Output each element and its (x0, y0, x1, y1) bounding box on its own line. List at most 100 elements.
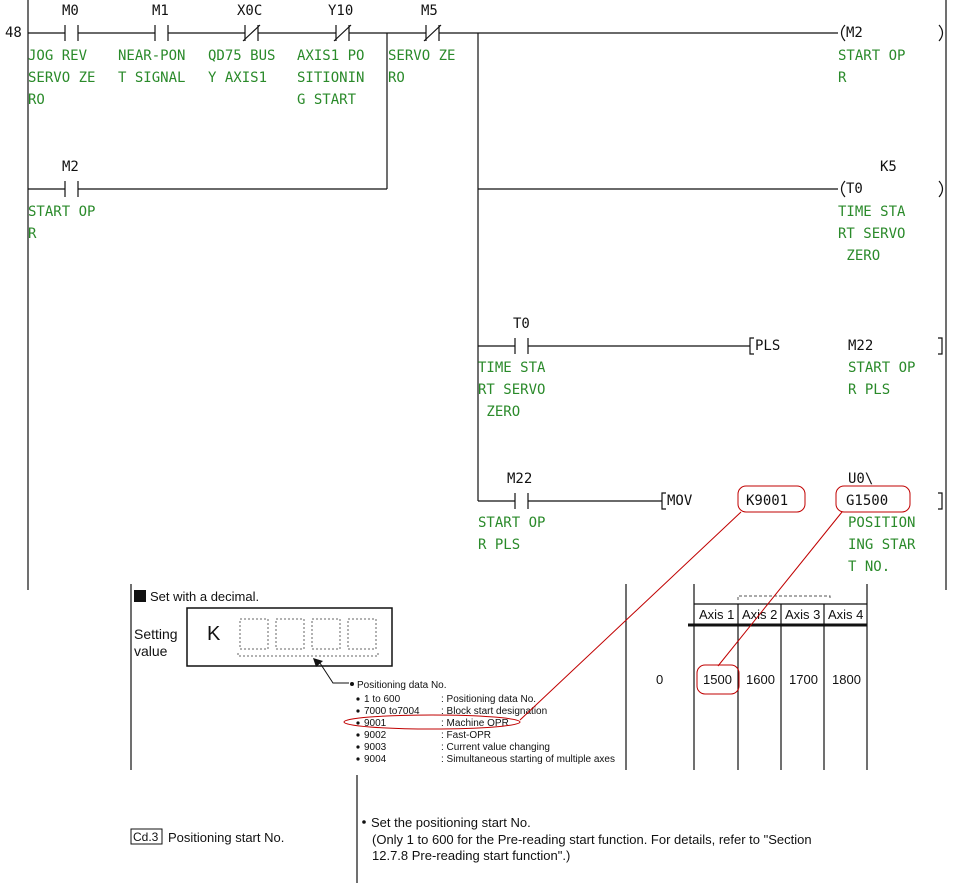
mov-label-1: POSITION (848, 515, 915, 531)
contact-m1-label-1: NEAR-PON (118, 48, 185, 64)
cd3-name: Positioning start No. (168, 830, 284, 845)
ladder-program: 48 M0 JOG REV SERVO ZE RO M1 NEAR-PON T … (5, 0, 947, 590)
contact-m22-label-2: R PLS (478, 537, 520, 553)
coil-m2-label-2: R (838, 70, 847, 86)
contact-x0c-label-2: Y AXIS1 (208, 70, 267, 86)
axis-4-header: Axis 4 (828, 607, 863, 622)
option-code: 9003 (364, 742, 387, 753)
option-list: 1 to 600 : Positioning data No. 7000 to7… (356, 694, 615, 765)
pls-instruction: PLS M22 START OP R PLS (749, 337, 943, 398)
mov-source: K9001 (746, 493, 788, 509)
self-hold-label-2: R (28, 226, 37, 242)
manual-excerpt: Set with a decimal. Setting value K Posi… (130, 511, 868, 883)
coil-m2: M2 START OP R (838, 24, 944, 86)
contact-m0-label-1: JOG REV (28, 48, 88, 64)
contact-x0c: X0C QD75 BUS Y AXIS1 (208, 3, 275, 86)
machine-opr-highlight (343, 714, 521, 730)
self-hold-label-1: START OP (28, 204, 95, 220)
axis-3-address: 1700 (789, 672, 818, 687)
contact-m22-label-1: START OP (478, 515, 545, 531)
setting-value-box (186, 607, 393, 667)
address-1500-highlight (696, 664, 740, 695)
contact-y10-device: Y10 (328, 3, 353, 19)
pls-device: M22 (848, 338, 873, 354)
option-desc: : Block start designation (441, 706, 547, 717)
contact-m0-device: M0 (62, 3, 79, 19)
option-code: 1 to 600 (364, 694, 401, 705)
contact-m5-label-2: RO (388, 70, 405, 86)
mov-instruction: MOV K9001 U0\ G1500 POSITION ING STAR T … (661, 471, 943, 575)
contact-m22-device: M22 (507, 471, 532, 487)
mov-dest-prefix: U0\ (848, 471, 873, 487)
description-line-3: 12.7.8 Pre-reading start function".) (372, 848, 570, 863)
contact-y10-label-1: AXIS1 PO (297, 48, 364, 64)
mov-keyword: MOV (667, 493, 693, 509)
contact-m0-label-2: SERVO ZE (28, 70, 95, 86)
contact-m5-device: M5 (421, 3, 438, 19)
coil-m2-device: M2 (846, 25, 863, 41)
pls-label-1: START OP (848, 360, 915, 376)
setting-value-line2: value (134, 643, 168, 659)
contact-t0-label-3: ZERO (478, 404, 520, 420)
contact-m5: M5 SERVO ZE RO (388, 3, 455, 86)
option-code: 9002 (364, 730, 387, 741)
step-number: 48 (5, 25, 22, 41)
contact-x0c-label-1: QD75 BUS (208, 48, 275, 64)
contact-y10-label-3: G START (297, 92, 357, 108)
contact-m1-device: M1 (152, 3, 169, 19)
pls-label-2: R PLS (848, 382, 890, 398)
mov-label-3: T NO. (848, 559, 890, 575)
connector-k9001-to-9001 (519, 511, 742, 721)
contact-m1: M1 NEAR-PON T SIGNAL (118, 3, 185, 86)
axis-1-address: 1500 (703, 672, 732, 687)
digit-placeholders (237, 618, 379, 657)
cd3-badge-box (130, 828, 163, 845)
k-letter: K (207, 623, 221, 645)
contact-y10: Y10 AXIS1 PO SITIONIN G START (297, 3, 364, 108)
g1500-highlight (835, 485, 911, 513)
pls-keyword: PLS (755, 338, 780, 354)
self-hold-device: M2 (62, 159, 79, 175)
axis-3-header: Axis 3 (785, 607, 820, 622)
default-value: 0 (656, 672, 663, 687)
timer-setting: K5 (880, 159, 897, 175)
mov-label-2: ING STAR (848, 537, 916, 553)
contact-m0-label-3: RO (28, 92, 45, 108)
option-code: 9001 (364, 718, 387, 729)
setting-value-line1: Setting (134, 626, 178, 642)
description-line-2: (Only 1 to 600 for the Pre-reading start… (372, 832, 812, 847)
contact-x0c-device: X0C (237, 3, 262, 19)
contact-t0-device: T0 (513, 316, 530, 332)
contact-m0: M0 JOG REV SERVO ZE RO (28, 3, 95, 108)
option-desc: : Current value changing (441, 742, 550, 753)
coil-m2-label-1: START OP (838, 48, 905, 64)
axis-4-address: 1800 (832, 672, 861, 687)
square-bullet (134, 590, 146, 602)
axis-2-address: 1600 (746, 672, 775, 687)
contact-m1-label-2: T SIGNAL (118, 70, 185, 86)
contact-t0-label-2: RT SERVO (478, 382, 545, 398)
leader-arrow (317, 659, 349, 684)
contact-t0-label-1: TIME STA (478, 360, 546, 376)
positioning-data-no-label: Positioning data No. (357, 680, 447, 691)
option-code: 9004 (364, 754, 387, 765)
contact-m22: M22 START OP R PLS (478, 471, 545, 553)
timer-device: T0 (846, 181, 863, 197)
cd3-badge: Cd.3 (133, 830, 159, 844)
self-hold-contact-m2: M2 START OP R (28, 159, 95, 242)
option-desc: : Simultaneous starting of multiple axes (441, 754, 615, 765)
timer-coil-t0: K5 T0 TIME STA RT SERVO ZERO (838, 159, 944, 264)
contact-m5-label-1: SERVO ZE (388, 48, 455, 64)
option-desc: : Positioning data No. (441, 694, 536, 705)
mov-dest: G1500 (846, 493, 888, 509)
option-code: 7000 to7004 (364, 706, 420, 717)
connector-g1500-to-1500 (717, 511, 843, 667)
option-desc: : Machine OPR (441, 718, 509, 729)
description-line-1: Set the positioning start No. (371, 815, 531, 830)
axis-1-header: Axis 1 (699, 607, 734, 622)
timer-label-1: TIME STA (838, 204, 906, 220)
timer-label-3: ZERO (838, 248, 880, 264)
timer-label-2: RT SERVO (838, 226, 905, 242)
k9001-highlight (737, 485, 806, 513)
